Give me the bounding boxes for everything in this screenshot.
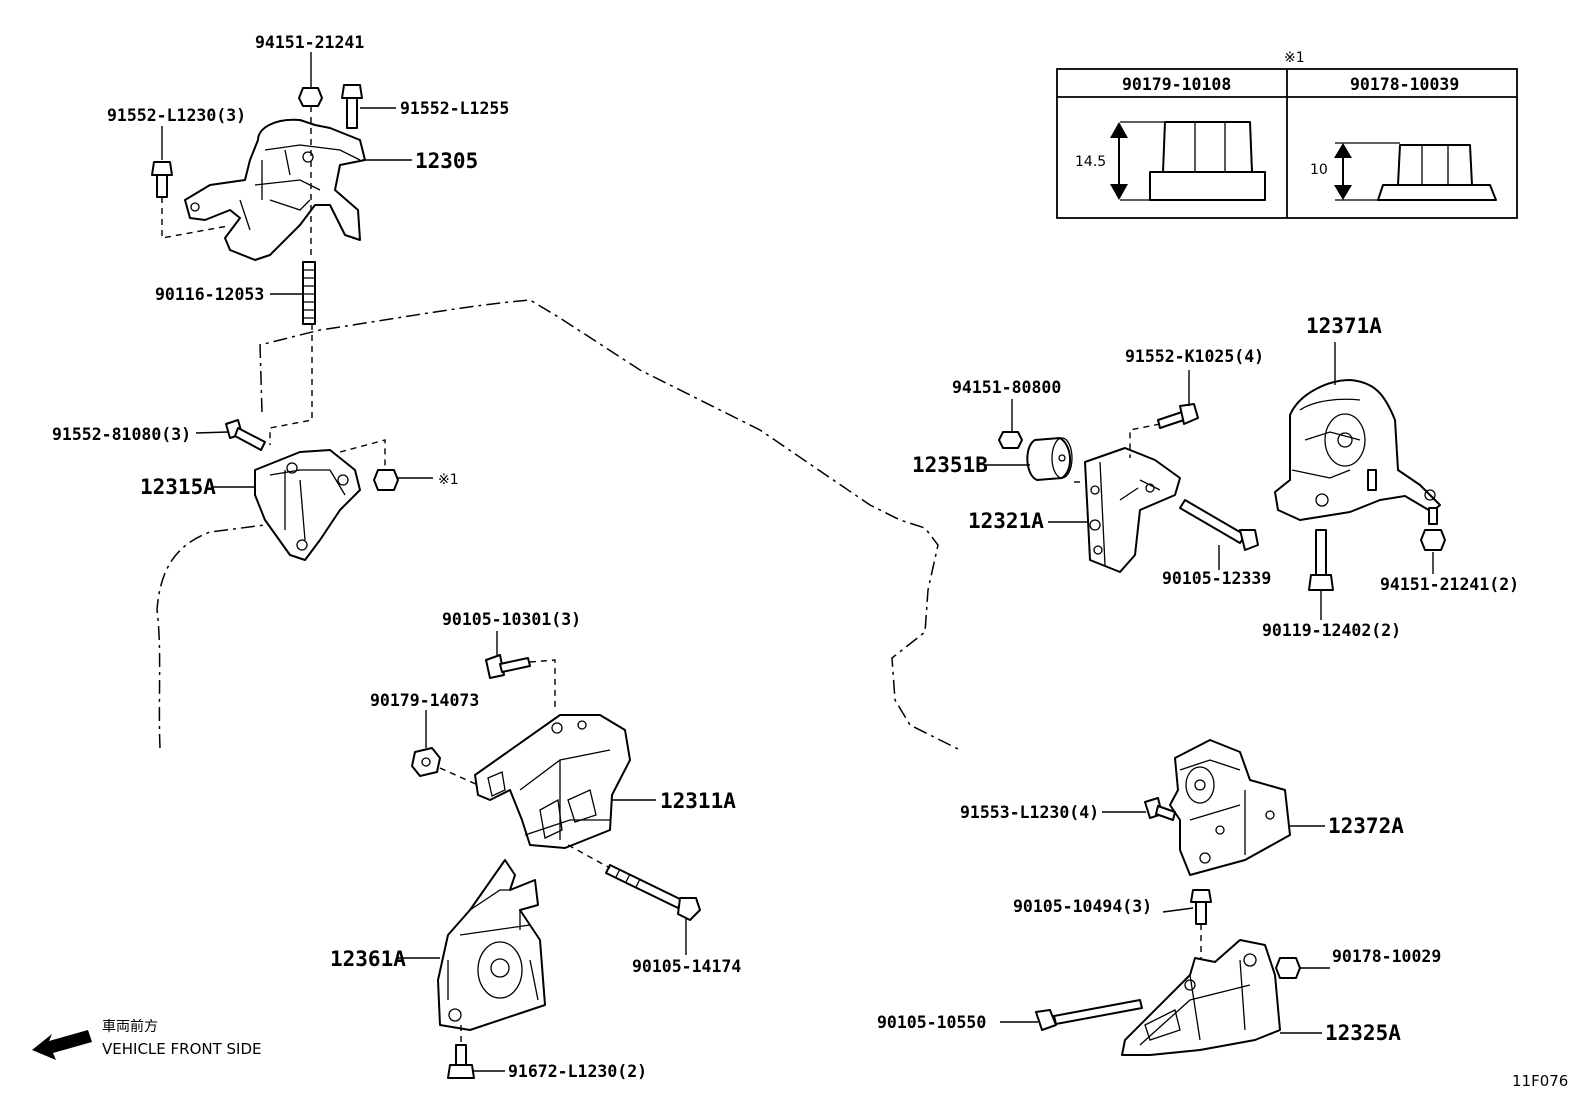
label-91672-L1230-2: 91672-L1230(2) xyxy=(508,1062,647,1081)
flange-nut-ref1-icon[interactable] xyxy=(373,469,399,491)
bracket-12311A[interactable] xyxy=(474,714,631,849)
engine-mount-12372A[interactable] xyxy=(1169,739,1291,876)
diagram-code: 11F076 xyxy=(1512,1072,1568,1090)
label-12371A: 12371A xyxy=(1306,314,1382,338)
bolt-91552-K1025-icon[interactable] xyxy=(1157,403,1199,429)
label-90179-14073: 90179-14073 xyxy=(370,691,479,710)
label-90105-14174: 90105-14174 xyxy=(632,957,741,976)
label-91552-L1230-3: 91552-L1230(3) xyxy=(107,106,246,125)
front-arrow-icon xyxy=(32,1030,92,1060)
bolt-91552-L1255-icon[interactable] xyxy=(341,84,363,129)
label-90178-10029: 90178-10029 xyxy=(1332,947,1441,966)
mount-stud-right-icon xyxy=(1428,507,1438,525)
label-94151-21241-2: 94151-21241(2) xyxy=(1380,575,1519,594)
label-12315A: 12315A xyxy=(140,475,216,499)
label-94151-21241: 94151-21241 xyxy=(255,33,364,52)
bolt-90119-12402-icon[interactable] xyxy=(1308,529,1334,591)
label-12321A: 12321A xyxy=(968,509,1044,533)
bushing-12351B[interactable] xyxy=(1026,437,1073,481)
direction-english: VEHICLE FRONT SIDE xyxy=(102,1040,262,1058)
inset-col1-dimension: 14.5 xyxy=(1075,154,1106,170)
label-91552-K1025-4: 91552-K1025(4) xyxy=(1125,347,1264,366)
label-12351B: 12351B xyxy=(912,453,988,477)
label-94151-80800: 94151-80800 xyxy=(952,378,1061,397)
label-12372A: 12372A xyxy=(1328,814,1404,838)
bracket-12315A[interactable] xyxy=(254,449,361,561)
label-90116-12053: 90116-12053 xyxy=(155,285,264,304)
label-91552-L1255: 91552-L1255 xyxy=(400,99,509,118)
nut-90178-10029-icon[interactable] xyxy=(1275,957,1301,979)
engine-outline xyxy=(156,299,961,751)
label-12311A: 12311A xyxy=(660,789,736,813)
inset-col1-part-no: 90179-10108 xyxy=(1122,75,1231,94)
engine-mount-12361A[interactable] xyxy=(437,859,546,1031)
label-ref1: ※1 xyxy=(438,472,459,488)
bracket-12325A[interactable] xyxy=(1121,939,1281,1056)
bolt-91672-L1230-icon[interactable] xyxy=(447,1044,475,1079)
flange-nut-short-icon xyxy=(1334,142,1497,201)
fastener-inset-table: ※1 90179-10108 90178-10039 14.5 xyxy=(1056,50,1518,219)
flange-nut-tall-icon xyxy=(1110,121,1266,201)
mount-stud-icon xyxy=(1367,469,1377,491)
inset-col2-part-no: 90178-10039 xyxy=(1350,75,1459,94)
label-12325A: 12325A xyxy=(1325,1021,1401,1045)
direction-japanese: 車両前方 xyxy=(102,1018,158,1035)
bolt-91552-L1230-icon[interactable] xyxy=(151,161,173,198)
leader-lines xyxy=(161,52,1434,1072)
nut-94151-80800-icon[interactable] xyxy=(998,431,1023,449)
inset-marker: ※1 xyxy=(1284,50,1305,66)
label-90105-10301-3: 90105-10301(3) xyxy=(442,610,581,629)
label-12305: 12305 xyxy=(415,149,478,173)
stud-90116-12053-icon[interactable] xyxy=(302,261,316,325)
inset-col2-dimension: 10 xyxy=(1310,162,1328,178)
bolt-90105-12339-icon[interactable] xyxy=(1179,499,1259,551)
nut-90179-14073-icon[interactable] xyxy=(411,747,441,777)
bolt-90105-10550-icon[interactable] xyxy=(1035,999,1143,1031)
label-91552-81080-3: 91552-81080(3) xyxy=(52,425,191,444)
label-12361A: 12361A xyxy=(330,947,406,971)
engine-mount-12305[interactable] xyxy=(184,118,366,261)
label-90119-12402-2: 90119-12402(2) xyxy=(1262,621,1401,640)
bolt-90105-14174-icon[interactable] xyxy=(605,864,701,921)
bolt-90105-10301-icon[interactable] xyxy=(485,654,531,679)
bracket-12321A[interactable] xyxy=(1084,447,1181,573)
label-90105-12339: 90105-12339 xyxy=(1162,569,1271,588)
nut-94151-21241-2-icon[interactable] xyxy=(1420,529,1446,551)
label-90105-10494-3: 90105-10494(3) xyxy=(1013,897,1152,916)
nut-94151-21241-icon[interactable] xyxy=(298,87,323,107)
vehicle-front-indicator: 車両前方 VEHICLE FRONT SIDE xyxy=(32,1018,262,1060)
label-91553-L1230-4: 91553-L1230(4) xyxy=(960,803,1099,822)
bolt-90105-10494-icon[interactable] xyxy=(1190,889,1212,925)
bolt-91552-81080-icon[interactable] xyxy=(225,419,266,451)
engine-mount-12371A[interactable] xyxy=(1274,379,1441,521)
label-90105-10550: 90105-10550 xyxy=(877,1013,986,1032)
bolt-91553-L1230-icon[interactable] xyxy=(1144,797,1176,821)
